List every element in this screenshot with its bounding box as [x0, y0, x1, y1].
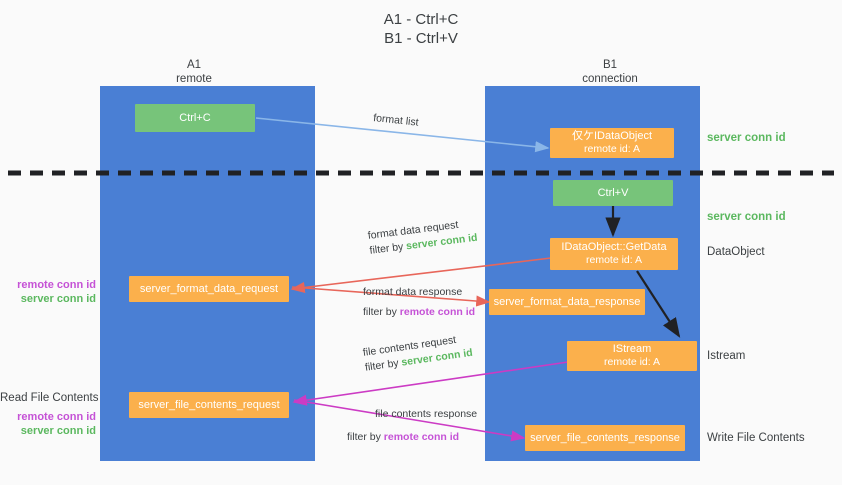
left-server-conn-id-file: server conn id	[20, 425, 96, 437]
title-line-2: B1 - Ctrl+V	[384, 30, 458, 47]
left-remote-conn-id-format: remote conn id	[17, 279, 96, 291]
left-remote-conn-id-file: remote conn id	[17, 411, 96, 423]
box-idataobject-getdata[interactable]: IDataObject::GetData remote id: A	[550, 238, 678, 270]
label-write-file-contents: Write File Contents	[707, 432, 805, 444]
label-istream: Istream	[707, 350, 746, 362]
caption-fcres-prefix: filter by	[347, 431, 384, 443]
left-conn-ids-file: remote conn id server conn id	[0, 410, 96, 438]
caption-file-contents-request: file contents request filter by server c…	[362, 331, 474, 376]
caption-fdres-prefix: filter by	[363, 306, 400, 318]
box-server-format-data-response-label: server_format_data_response	[493, 295, 641, 308]
box-idataobject-line2: remote id: A	[583, 143, 641, 155]
box-istream-line2: remote id: A	[603, 356, 661, 368]
left-conn-ids-format: remote conn id server conn id	[0, 278, 96, 306]
caption-fdreq-prefix: filter by	[368, 240, 407, 257]
caption-file-contents-response: file contents response filter by remote …	[347, 407, 478, 445]
label-dataobject: DataObject	[707, 246, 765, 258]
caption-format-data-request: format data request filter by server con…	[367, 216, 478, 259]
box-server-file-contents-response-label: server_file_contents_response	[530, 431, 680, 444]
title-line-1: A1 - Ctrl+C	[383, 11, 459, 28]
box-server-file-contents-response[interactable]: server_file_contents_response	[525, 425, 685, 451]
box-idataobject[interactable]: 仅ケIDataObject remote id: A	[550, 128, 674, 158]
caption-fdres-value: remote conn id	[399, 306, 476, 318]
box-server-file-contents-request-label: server_file_contents_request	[138, 398, 280, 411]
box-ctrl-v[interactable]: Ctrl+V	[553, 180, 673, 206]
caption-file-contents-response-line2: filter by remote conn id	[347, 430, 477, 445]
caption-format-list: format list	[372, 111, 420, 129]
box-server-format-data-request-label: server_format_data_request	[139, 282, 279, 295]
box-server-file-contents-request[interactable]: server_file_contents_request	[129, 392, 289, 418]
lane-a1-name: A1	[186, 59, 202, 71]
box-server-format-data-response[interactable]: server_format_data_response	[489, 289, 645, 315]
caption-fcreq-prefix: filter by	[364, 356, 403, 374]
label-read-file-contents: Read File Contents	[0, 392, 99, 404]
box-istream[interactable]: IStream remote id: A	[567, 341, 697, 371]
lane-b1-role: connection	[582, 73, 638, 85]
box-ctrl-c-label: Ctrl+C	[179, 111, 211, 124]
left-server-conn-id-format: server conn id	[20, 293, 96, 305]
diagram-title: A1 - Ctrl+C B1 - Ctrl+V	[0, 10, 842, 48]
caption-format-data-response-line2: filter by remote conn id	[363, 305, 475, 320]
box-ctrl-c[interactable]: Ctrl+C	[135, 104, 255, 132]
label-server-conn-id-mid: server conn id	[707, 211, 786, 223]
lane-b1-name: B1	[602, 59, 618, 71]
box-ctrl-v-label: Ctrl+V	[597, 186, 629, 199]
lane-a1-role: remote	[176, 73, 212, 85]
caption-file-contents-response-line1: file contents response	[375, 408, 478, 420]
box-idataobject-line1: 仅ケIDataObject	[571, 130, 653, 142]
label-server-conn-id-top: server conn id	[707, 132, 786, 144]
box-getdata-line1: IDataObject::GetData	[561, 241, 667, 253]
lane-header-a1: A1 remote	[114, 58, 274, 86]
box-getdata-line2: remote id: A	[585, 254, 643, 266]
lane-header-b1: B1 connection	[530, 58, 690, 86]
box-istream-line1: IStream	[612, 343, 652, 355]
caption-fcres-value: remote conn id	[383, 431, 460, 443]
caption-format-data-response: format data response filter by remote co…	[363, 285, 475, 320]
box-server-format-data-request[interactable]: server_format_data_request	[129, 276, 289, 302]
caption-format-data-response-line1: format data response	[363, 286, 463, 298]
